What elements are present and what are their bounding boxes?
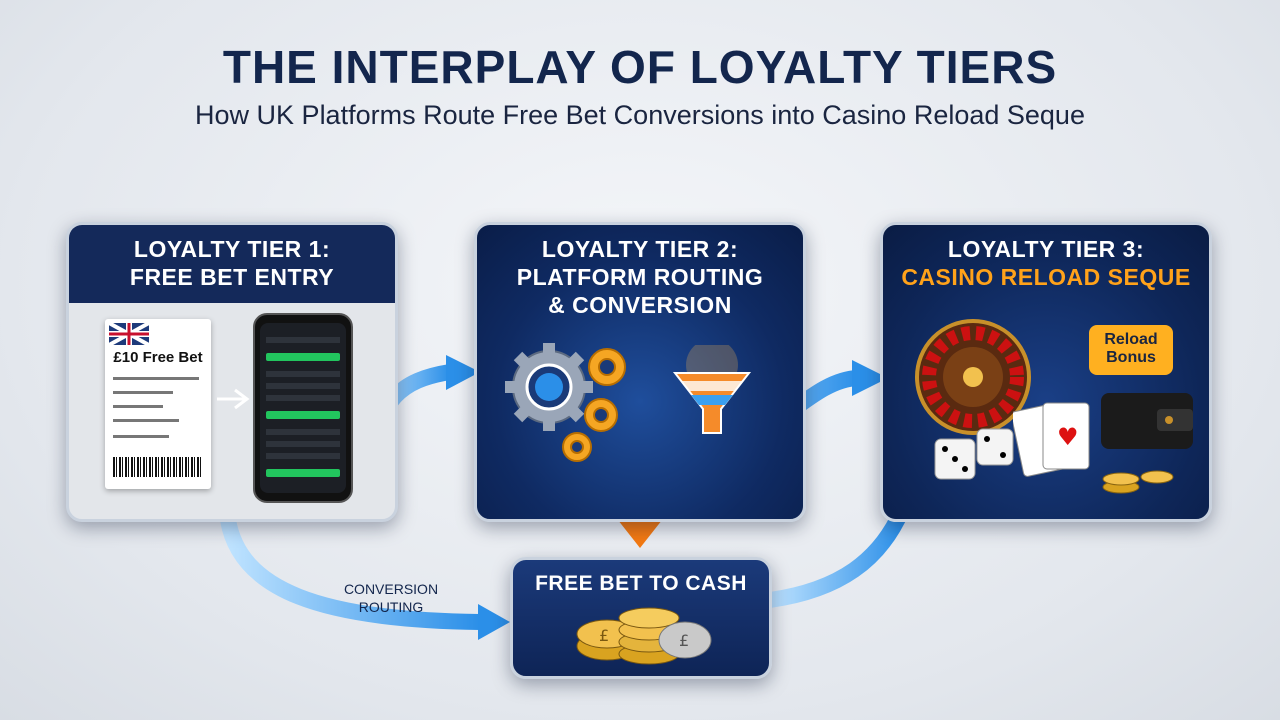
free-bet-ticket: £10 Free Bet <box>105 319 211 489</box>
gears-icon <box>505 343 626 462</box>
conversion-routing-label: CONVERSION ROUTING <box>343 581 439 615</box>
screen-row <box>266 371 340 377</box>
free-bet-to-cash-card: FREE BET TO CASH £ £ <box>510 557 772 679</box>
cash-card-title: FREE BET TO CASH <box>535 572 747 595</box>
funnel-icon <box>672 345 752 434</box>
screen-row <box>266 453 340 459</box>
phone-screen <box>260 323 346 493</box>
arrow-cash-to-tier3 <box>762 502 910 608</box>
screen-button <box>266 469 340 477</box>
tier2-header: LOYALTY TIER 2: PLATFORM ROUTING & CONVE… <box>477 225 803 319</box>
arrow-head <box>852 360 888 396</box>
ticket-line <box>113 391 173 394</box>
wallet-icon <box>1101 393 1193 449</box>
ticket-line <box>113 435 169 438</box>
phone-mockup <box>253 313 353 503</box>
ticket-line <box>113 405 163 408</box>
tier3-card: LOYALTY TIER 3: CASINO RELOAD SEQUE Relo… <box>880 222 1212 522</box>
screen-row <box>266 395 340 401</box>
screen-row <box>266 383 340 389</box>
tier2-title: LOYALTY TIER 2: <box>541 236 739 262</box>
arrow-tier1-to-cash <box>220 512 488 630</box>
tier3-title: LOYALTY TIER 3: <box>947 236 1145 262</box>
screen-row <box>266 441 340 447</box>
tier3-subtitle: CASINO RELOAD SEQUE <box>901 264 1191 290</box>
tier1-subtitle: FREE BET ENTRY <box>129 264 335 290</box>
tier2-subtitle: PLATFORM ROUTING <box>516 264 764 290</box>
tier2-card: LOYALTY TIER 2: PLATFORM ROUTING & CONVE… <box>474 222 806 522</box>
arrow-head <box>478 604 510 640</box>
uk-flag-icon <box>108 321 150 347</box>
screen-row <box>266 337 340 343</box>
tier1-card: LOYALTY TIER 1: FREE BET ENTRY £10 Free … <box>66 222 398 522</box>
ticket-amount: £10 Free Bet <box>113 349 203 366</box>
page-title: THE INTERPLAY OF LOYALTY TIERS <box>222 41 1058 93</box>
ticket-line <box>113 377 199 380</box>
svg-text:£: £ <box>679 631 689 650</box>
svg-text:£: £ <box>599 626 609 645</box>
tier1-header: LOYALTY TIER 1: FREE BET ENTRY <box>69 225 395 303</box>
arrow-head <box>614 515 666 548</box>
gold-coins-icon <box>1102 470 1174 494</box>
tier1-title: LOYALTY TIER 1: <box>133 236 331 262</box>
barcode <box>113 457 203 477</box>
screen-row <box>266 429 340 435</box>
playing-cards-icon: ♥ <box>1013 402 1090 477</box>
page-subtitle: How UK Platforms Route Free Bet Conversi… <box>195 100 1085 130</box>
roulette-wheel-icon <box>915 319 1031 435</box>
screen-button <box>266 353 340 361</box>
ticket-line <box>113 419 179 422</box>
arrow-head <box>446 355 480 390</box>
pound-coins-icon: £ £ <box>576 607 712 665</box>
tier3-header: LOYALTY TIER 3: CASINO RELOAD SEQUE <box>883 225 1209 291</box>
screen-button <box>266 411 340 419</box>
tier2-subtitle-2: & CONVERSION <box>548 292 732 318</box>
svg-text:♥: ♥ <box>1057 423 1079 451</box>
arrow-right-icon <box>217 388 250 410</box>
dice-icon <box>934 428 1014 480</box>
reload-bonus-badge: Reload Bonus <box>1089 325 1173 375</box>
